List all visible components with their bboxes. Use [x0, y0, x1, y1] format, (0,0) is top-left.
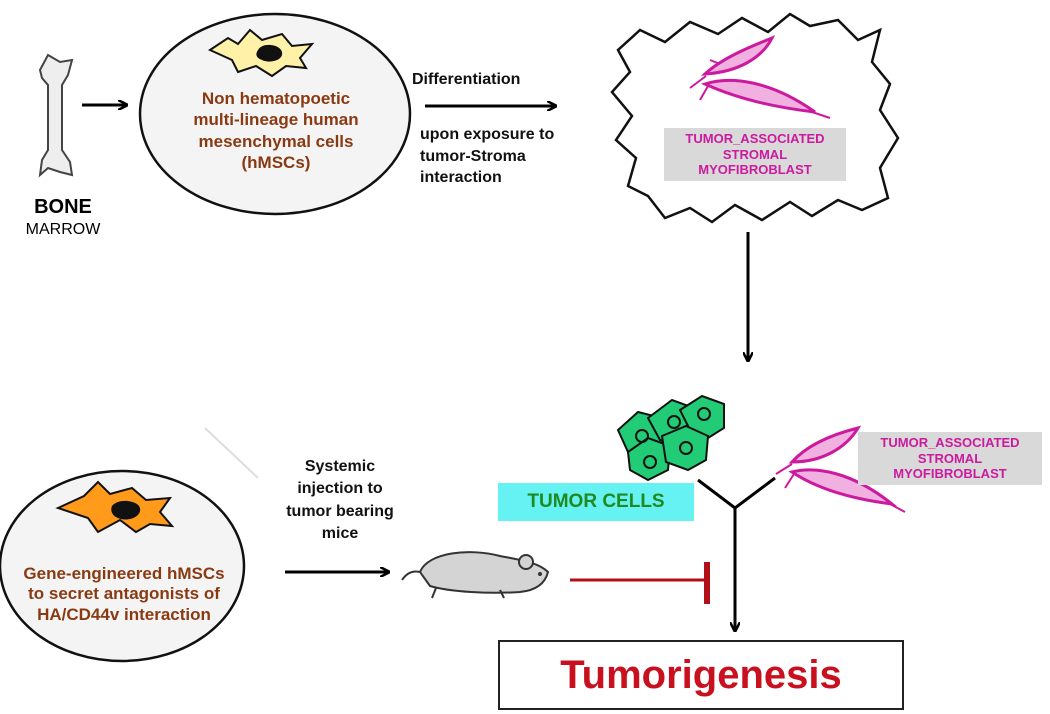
hmsc-line-1: Non hematopoetic	[201, 89, 351, 108]
myofibroblast-bottom-line-2: STROMAL	[917, 450, 983, 466]
mouse-icon	[401, 551, 550, 599]
engineered-cell-icon	[55, 480, 175, 534]
engineered-description: Gene-engineered hMSCs to secret antagoni…	[8, 564, 240, 625]
myofibroblast-cell-icon	[689, 35, 831, 119]
injection-line-1: Systemic	[304, 458, 376, 475]
myofibroblast-top-line-3: MYOFIBROBLAST	[698, 162, 812, 178]
hmsc-description: Non hematopoetic multi-lineage human mes…	[170, 88, 382, 173]
hmsc-circle	[138, 12, 412, 216]
decorative-line	[204, 427, 259, 479]
hmsc-line-3: mesenchymal cells	[198, 131, 354, 151]
tumor-cells-label: TUMOR CELLS	[498, 483, 694, 521]
bone-label: BONE	[34, 196, 92, 218]
myofibroblast-label-top: TUMOR_ASSOCIATED STROMAL MYOFIBROBLAST	[664, 128, 846, 181]
junction-left	[697, 478, 736, 510]
differentiation-conditions: upon exposure to tumor-Stroma interactio…	[420, 124, 554, 189]
tumor-nucleus-icon	[635, 407, 711, 469]
engineered-line-3: HA/CD44v interaction	[37, 604, 211, 624]
tumorigenesis-box: Tumorigenesis	[498, 640, 904, 710]
differentiation-line-3: interaction	[420, 169, 502, 187]
engineered-line-2: to secret antagonists of	[28, 584, 220, 604]
hmsc-line-4: (hMSCs)	[241, 152, 311, 172]
injection-line-2: injection to	[297, 480, 383, 498]
hmsc-cell-icon	[207, 28, 315, 78]
myofibroblast-label-bottom: TUMOR_ASSOCIATED STROMAL MYOFIBROBLAST	[858, 432, 1042, 485]
myofibroblast-top-line-2: STROMAL	[722, 146, 788, 162]
junction-right	[734, 476, 776, 510]
myofibroblast-top-line-1: TUMOR_ASSOCIATED	[685, 131, 825, 146]
differentiation-line-1: upon exposure to	[420, 126, 555, 143]
myofibroblast-bottom-line-1: TUMOR_ASSOCIATED	[880, 435, 1020, 450]
myofibroblast-cell-icon	[775, 425, 906, 513]
hmsc-line-2: multi-lineage human	[193, 110, 359, 130]
differentiation-line-2: tumor-Stroma	[420, 147, 526, 165]
tumor-cell-cluster-icon	[616, 394, 725, 482]
injection-line-3: tumor bearing	[286, 502, 394, 520]
engineered-hmsc-circle	[0, 469, 246, 663]
differentiation-title: Differentiation	[412, 71, 521, 88]
injection-line-4: mice	[321, 525, 359, 543]
myofibroblast-bottom-line-3: MYOFIBROBLAST	[893, 466, 1007, 482]
bone-icon	[38, 53, 74, 178]
injection-description: Systemic injection to tumor bearing mice	[270, 456, 410, 546]
marrow-label: MARROW	[25, 221, 101, 238]
engineered-line-1: Gene-engineered hMSCs	[23, 564, 225, 583]
